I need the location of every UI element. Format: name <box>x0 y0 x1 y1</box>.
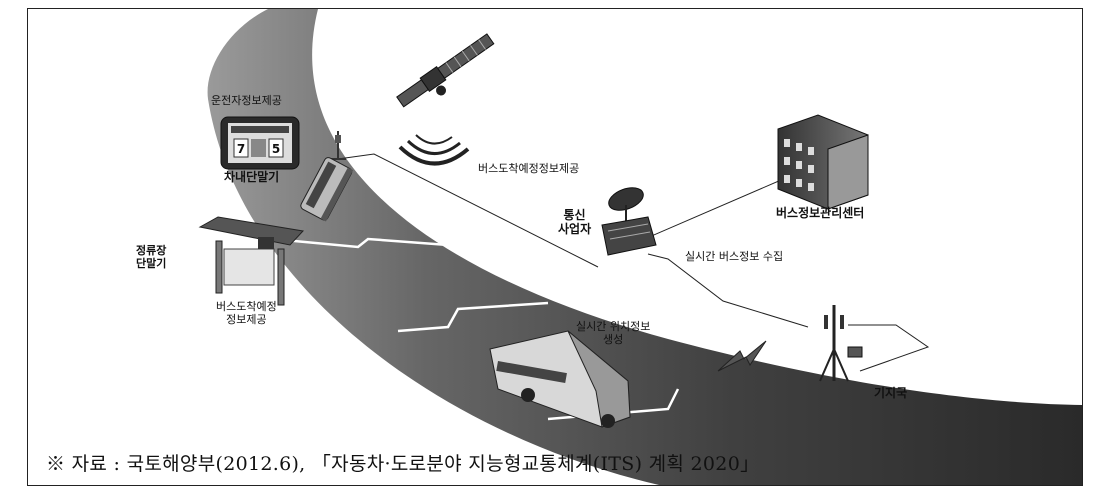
bus-arrival-info-stop-label: 버스도착예정 정보제공 <box>216 300 277 326</box>
lane-marking <box>272 237 449 249</box>
road-surface <box>207 9 1082 485</box>
comm-line-basestation-loop <box>848 324 930 372</box>
satellite-icon <box>396 33 495 108</box>
bus-icon <box>489 330 631 428</box>
realtime-collection-label: 실시간 버스정보 수집 <box>685 250 784 263</box>
comm-line-antenna-to-telecom <box>337 153 599 268</box>
source-note: ※ 자료 : 국토해양부(2012.6), 「자동차·도로분야 지능형교통체계(… <box>46 453 760 475</box>
bus-info-center-label: 버스정보관리센터 <box>776 206 865 220</box>
terminal-number: 5 <box>272 142 280 156</box>
bus-icon <box>300 157 354 222</box>
base-station-tower-icon <box>819 305 863 382</box>
figure-frame: 7 5 <box>27 8 1083 486</box>
in-vehicle-terminal-label: 차내단말기 <box>224 170 280 184</box>
base-station-label: 기지국 <box>874 386 908 400</box>
lane-marking <box>397 301 549 333</box>
realtime-location-label: 실시간 위치정보 생성 <box>576 320 651 346</box>
driver-info-label: 운전자정보제공 <box>211 94 282 107</box>
stop-terminal-label: 정류장 단말기 <box>136 244 167 270</box>
comm-line-telecom-to-basestation <box>647 253 809 328</box>
bus-info-center-building-icon <box>777 114 869 210</box>
telecom-operator-label: 통신 사업자 <box>558 208 592 236</box>
bus-arrival-info-sat-label: 버스도착예정정보제공 <box>478 162 580 175</box>
telecom-dish-icon <box>601 187 657 256</box>
bus-stop-shelter-icon <box>198 216 304 306</box>
its-diagram-scene: 7 5 <box>198 9 1082 485</box>
in-vehicle-terminal-screen: 7 5 <box>220 116 300 170</box>
satellite-signal-icon <box>398 134 470 166</box>
terminal-number: 7 <box>237 142 245 156</box>
wireless-signal-icon <box>717 340 767 372</box>
